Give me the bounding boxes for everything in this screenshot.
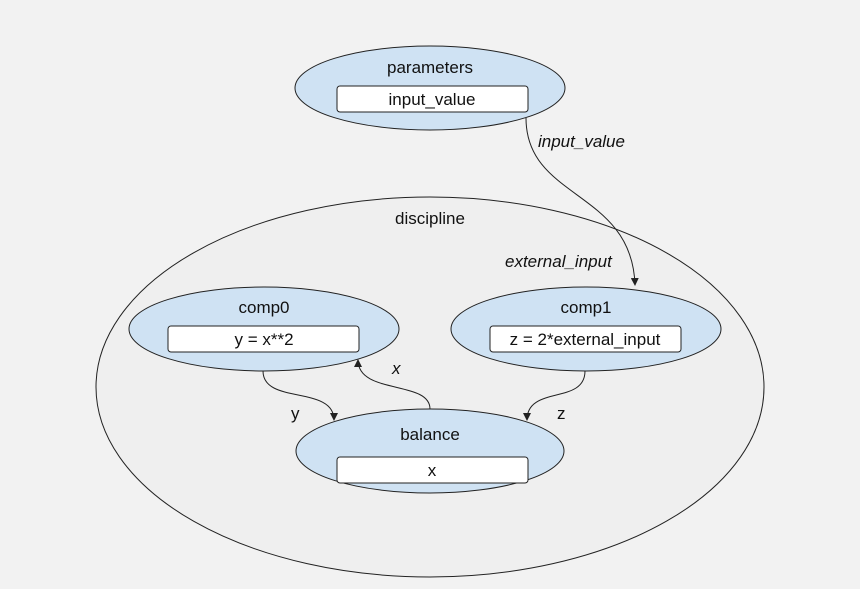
edge-label-y: y — [291, 404, 300, 423]
comp1-content-box — [489, 325, 682, 353]
edge-comp1-to-balance-line — [523, 370, 586, 421]
parameters-content-box — [336, 85, 529, 113]
comp1-node[interactable]: comp1 z = 2*external_input — [450, 286, 722, 372]
edge-balance-to-comp0-line — [354, 359, 431, 410]
balance-content: x — [428, 461, 437, 480]
edge-comp0-to-balance: y — [262, 370, 338, 423]
balance-content-box — [336, 456, 529, 484]
edge-label-z: z — [557, 404, 566, 423]
edge-label-input-value: input_value — [538, 132, 625, 151]
comp0-node[interactable]: comp0 y = x**2 — [128, 286, 400, 372]
edge-parameters-to-comp1-line — [525, 117, 639, 286]
discipline-group: discipline — [95, 196, 765, 578]
parameters-node[interactable]: parameters input_value — [294, 45, 566, 131]
edge-comp0-to-balance-line — [262, 370, 338, 421]
comp0-content-box — [167, 325, 360, 353]
balance-node[interactable]: balance x — [295, 408, 565, 494]
comp0-title: comp0 — [238, 298, 289, 317]
edge-label-x: x — [391, 359, 401, 378]
parameters-content: input_value — [389, 90, 476, 109]
comp1-content: z = 2*external_input — [510, 330, 661, 349]
discipline-ellipse — [95, 196, 765, 578]
comp1-title: comp1 — [560, 298, 611, 317]
edge-balance-to-comp0: x — [354, 359, 431, 410]
edge-label-external-input: external_input — [505, 252, 613, 271]
comp0-content: y = x**2 — [234, 330, 293, 349]
discipline-title: discipline — [395, 209, 465, 228]
edge-comp1-to-balance: z — [523, 370, 586, 423]
edge-parameters-to-comp1: input_value external_input — [505, 117, 639, 286]
balance-title: balance — [400, 425, 460, 444]
parameters-title: parameters — [387, 58, 473, 77]
